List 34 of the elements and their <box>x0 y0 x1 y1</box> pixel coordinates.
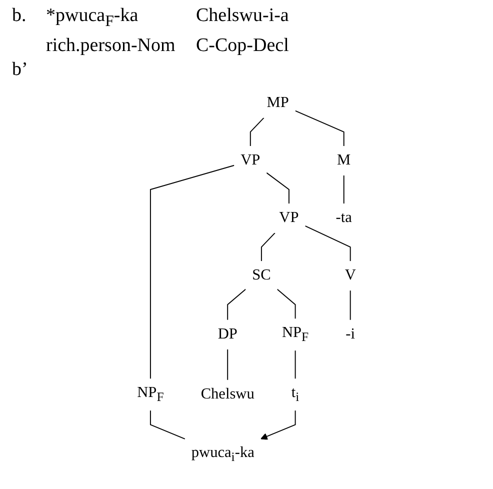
node-text: t$_{i}$ <box>291 384 300 404</box>
node-text: VP <box>279 209 299 226</box>
connector <box>227 348 228 380</box>
connector <box>250 117 264 146</box>
connector <box>294 350 296 379</box>
connector <box>304 225 351 262</box>
node-text: M <box>337 151 351 168</box>
example-text: Chelswu-i-a <box>196 4 290 28</box>
node-text: Chelswu <box>200 385 254 402</box>
gloss-text: C-Cop-Decl <box>196 34 290 58</box>
connector <box>150 410 186 440</box>
example-text: *pwuca$_{F}$-ka <box>46 4 140 32</box>
connector <box>266 172 290 204</box>
node-text: -ta <box>336 209 352 226</box>
example-number: b’ <box>12 58 29 82</box>
connector <box>294 110 344 146</box>
node-text: V <box>344 266 356 284</box>
connector <box>260 232 276 262</box>
node-text: VP <box>240 151 260 168</box>
node-text: SC <box>252 266 271 284</box>
example-number: b. <box>12 4 28 28</box>
node-text: NP$_{F}$ <box>282 324 309 344</box>
gloss-text: rich.person-Nom <box>46 34 176 58</box>
connector <box>276 288 296 319</box>
arrow <box>260 410 296 440</box>
node-text: DP <box>218 325 238 342</box>
connector <box>150 164 235 379</box>
node-text: -i <box>346 325 356 342</box>
connector <box>350 290 351 320</box>
node-text: pwuca$_{i}$-ka <box>191 444 254 464</box>
node-text: MP <box>266 94 289 111</box>
node-text: NP$_{F}$ <box>137 384 164 404</box>
connector <box>343 174 344 204</box>
connector <box>227 288 246 320</box>
